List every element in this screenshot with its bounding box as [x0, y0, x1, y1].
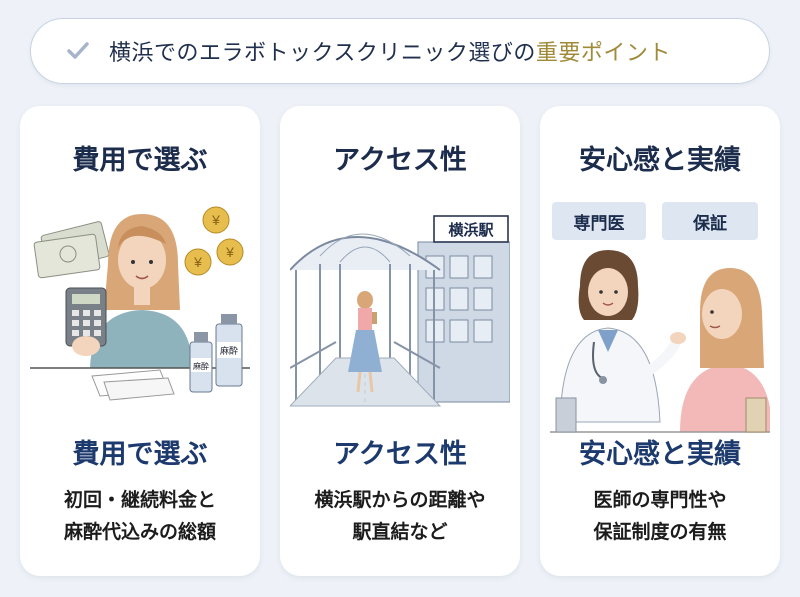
card-access-description: 横浜駅からの距離や 駅直結など — [314, 489, 486, 543]
card-cost-description: 初回・継続料金と 麻酔代込みの総額 — [63, 489, 216, 543]
consultation-illustration — [550, 250, 770, 433]
tag-specialist: 専門医 — [552, 202, 646, 240]
medicine-bottle-icon: 麻酔 麻酔 — [189, 314, 243, 393]
card-trust-subheading: 安心感と実績 — [579, 439, 741, 470]
svg-text:麻酔: 麻酔 — [193, 361, 209, 371]
card-cost-heading: 費用で選ぶ — [72, 145, 208, 176]
tag-guarantee: 保証 — [662, 202, 758, 240]
card-access-subheading: アクセス性 — [333, 439, 467, 470]
walking-woman-figure — [348, 291, 382, 393]
calculator-icon — [65, 287, 107, 356]
card-cost: 費用で選ぶ ¥ ¥ ¥ — [20, 106, 260, 576]
check-icon — [67, 42, 89, 59]
station-walkway-illustration: 横浜駅 — [290, 215, 510, 407]
svg-text:麻酔: 麻酔 — [220, 345, 238, 357]
coin-icon: ¥ ¥ ¥ — [184, 206, 244, 276]
header-banner: 横浜でのエラボトックスクリニック選びの重要ポイント — [30, 18, 770, 84]
card-trust-heading: 安心感と実績 — [579, 145, 741, 176]
card-trust-description: 医師の専門性や 保証制度の有無 — [593, 489, 727, 543]
station-sign: 横浜駅 — [433, 215, 509, 243]
svg-text:横浜駅: 横浜駅 — [448, 221, 494, 239]
card-access: アクセス性 横浜駅 — [280, 106, 520, 576]
cost-illustration: ¥ ¥ ¥ — [30, 206, 250, 401]
svg-text:¥: ¥ — [193, 254, 202, 270]
card-trust: 安心感と実績 専門医 保証 安心感と実績 — [540, 106, 780, 576]
card-access-heading: アクセス性 — [333, 145, 467, 176]
banknote-icon — [33, 221, 110, 279]
woman-figure — [90, 214, 192, 368]
card-cost-subheading: 費用で選ぶ — [72, 439, 208, 470]
banner-accent: 重要ポイント — [535, 41, 671, 66]
svg-text:¥: ¥ — [211, 212, 220, 228]
doctor-figure — [559, 250, 686, 423]
banner-title: 横浜でのエラボトックスクリニック選びの — [109, 41, 536, 66]
svg-text:¥: ¥ — [225, 244, 234, 260]
